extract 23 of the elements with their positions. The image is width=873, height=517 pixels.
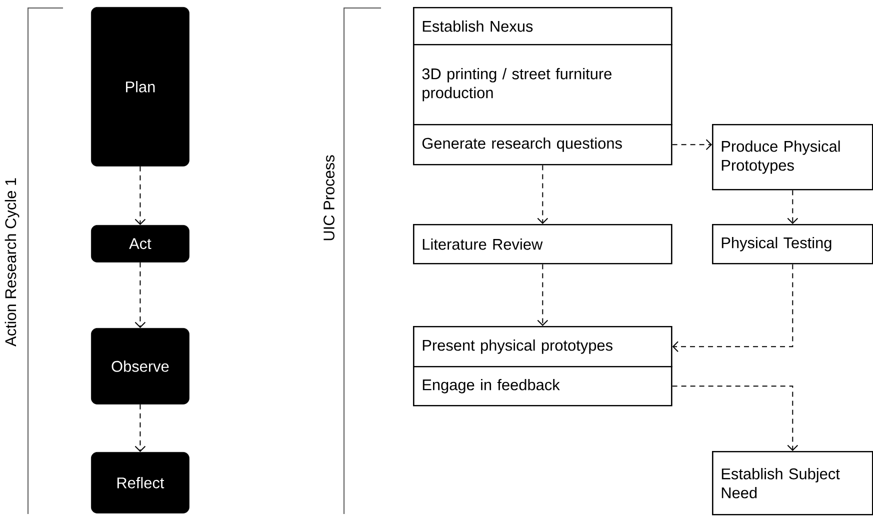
step-box: Plan xyxy=(91,7,190,166)
process-box: Present physical prototypes xyxy=(413,326,672,368)
process-box: Engage in feedback xyxy=(413,366,672,406)
step-box: Reflect xyxy=(91,452,190,514)
bracket-label: UIC Process xyxy=(324,155,334,240)
process-box: Establish Subject Need xyxy=(712,451,873,516)
arrow xyxy=(537,164,548,224)
arrow xyxy=(672,386,798,451)
arrow xyxy=(672,139,712,150)
arrow xyxy=(787,190,798,224)
arrow xyxy=(537,264,548,326)
process-box: Physical Testing xyxy=(712,224,873,264)
arrow xyxy=(134,166,146,225)
process-box: Establish Nexus xyxy=(413,7,672,46)
step-box: Observe xyxy=(91,328,190,404)
arrow xyxy=(134,404,146,452)
arrow xyxy=(134,262,146,328)
process-box: Produce Physical Prototypes xyxy=(712,124,873,190)
process-box: Literature Review xyxy=(413,224,672,264)
process-box: Generate research questions xyxy=(413,124,672,166)
bracket-label: Action Research Cycle 1 xyxy=(4,178,20,346)
step-box: Act xyxy=(91,225,190,262)
arrow xyxy=(672,264,794,352)
